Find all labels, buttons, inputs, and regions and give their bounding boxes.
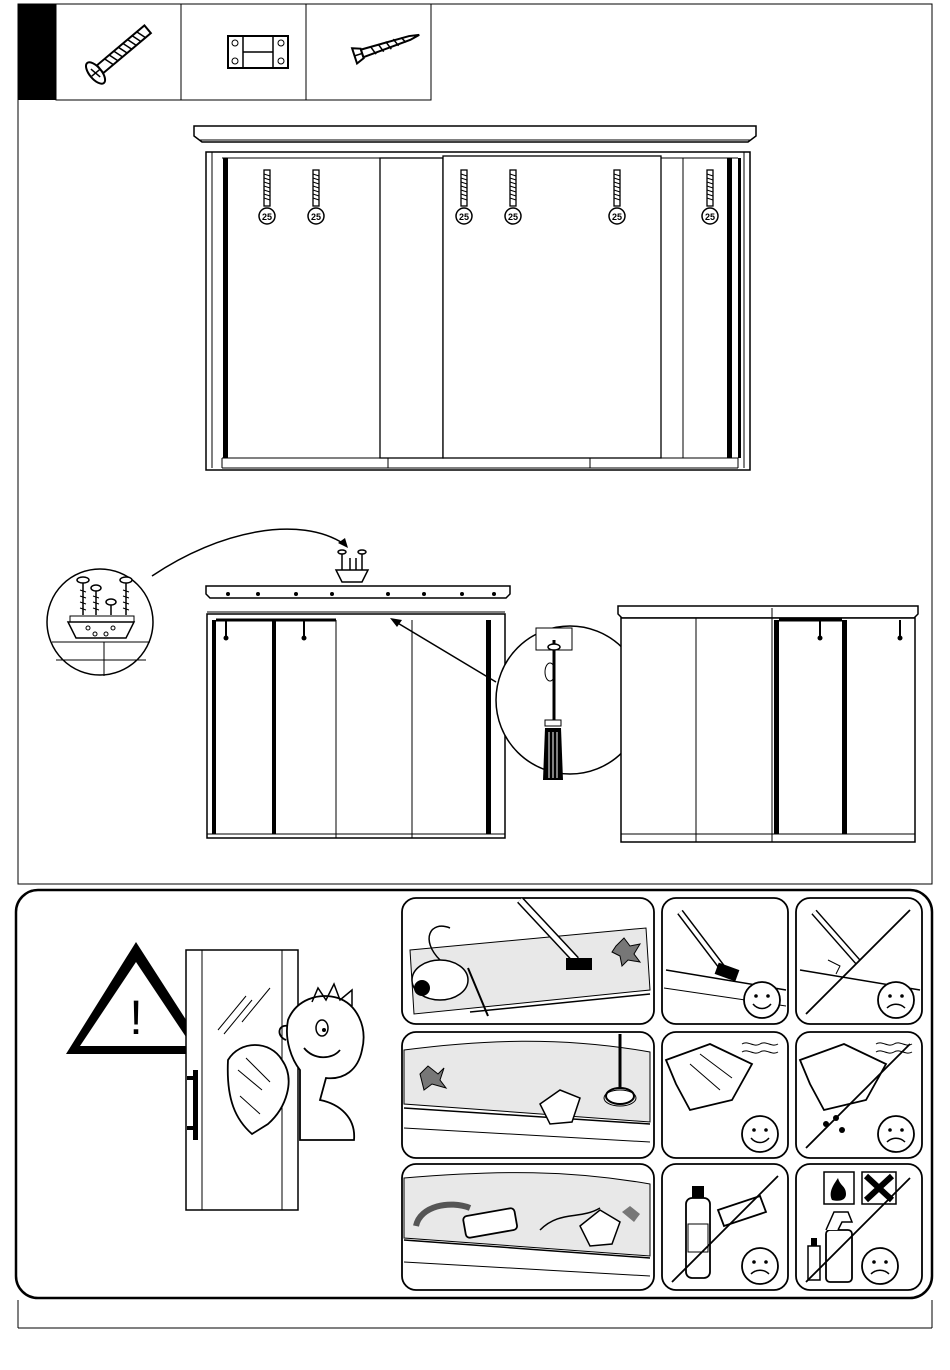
screw-tag-label: 25 — [459, 212, 469, 222]
sad-face-icon — [878, 982, 914, 1018]
screw-tag-label: 25 — [705, 212, 715, 222]
care-section: ! — [16, 890, 932, 1328]
happy-face-icon — [742, 1116, 778, 1152]
screw-tag-label: 25 — [508, 212, 518, 222]
warning-symbol: ! — [129, 992, 142, 1045]
cabinet-top-view: 25 25 25 25 25 25 — [194, 126, 756, 470]
flammable-hazard-icon — [824, 1172, 854, 1204]
sad-face-icon — [862, 1248, 898, 1284]
care-grid — [402, 898, 922, 1290]
happy-face-icon — [744, 982, 780, 1018]
connector-plate-icon — [228, 36, 288, 68]
screw-tag-label: 25 — [612, 212, 622, 222]
sad-face-icon — [878, 1116, 914, 1152]
harmful-hazard-icon — [862, 1172, 896, 1204]
screw-tag-label: 25 — [311, 212, 321, 222]
parts-bar — [18, 4, 431, 100]
step-marker — [18, 4, 56, 100]
cornice-fixing-view — [47, 529, 918, 842]
screw-tag-label: 25 — [262, 212, 272, 222]
sad-face-icon — [742, 1248, 778, 1284]
